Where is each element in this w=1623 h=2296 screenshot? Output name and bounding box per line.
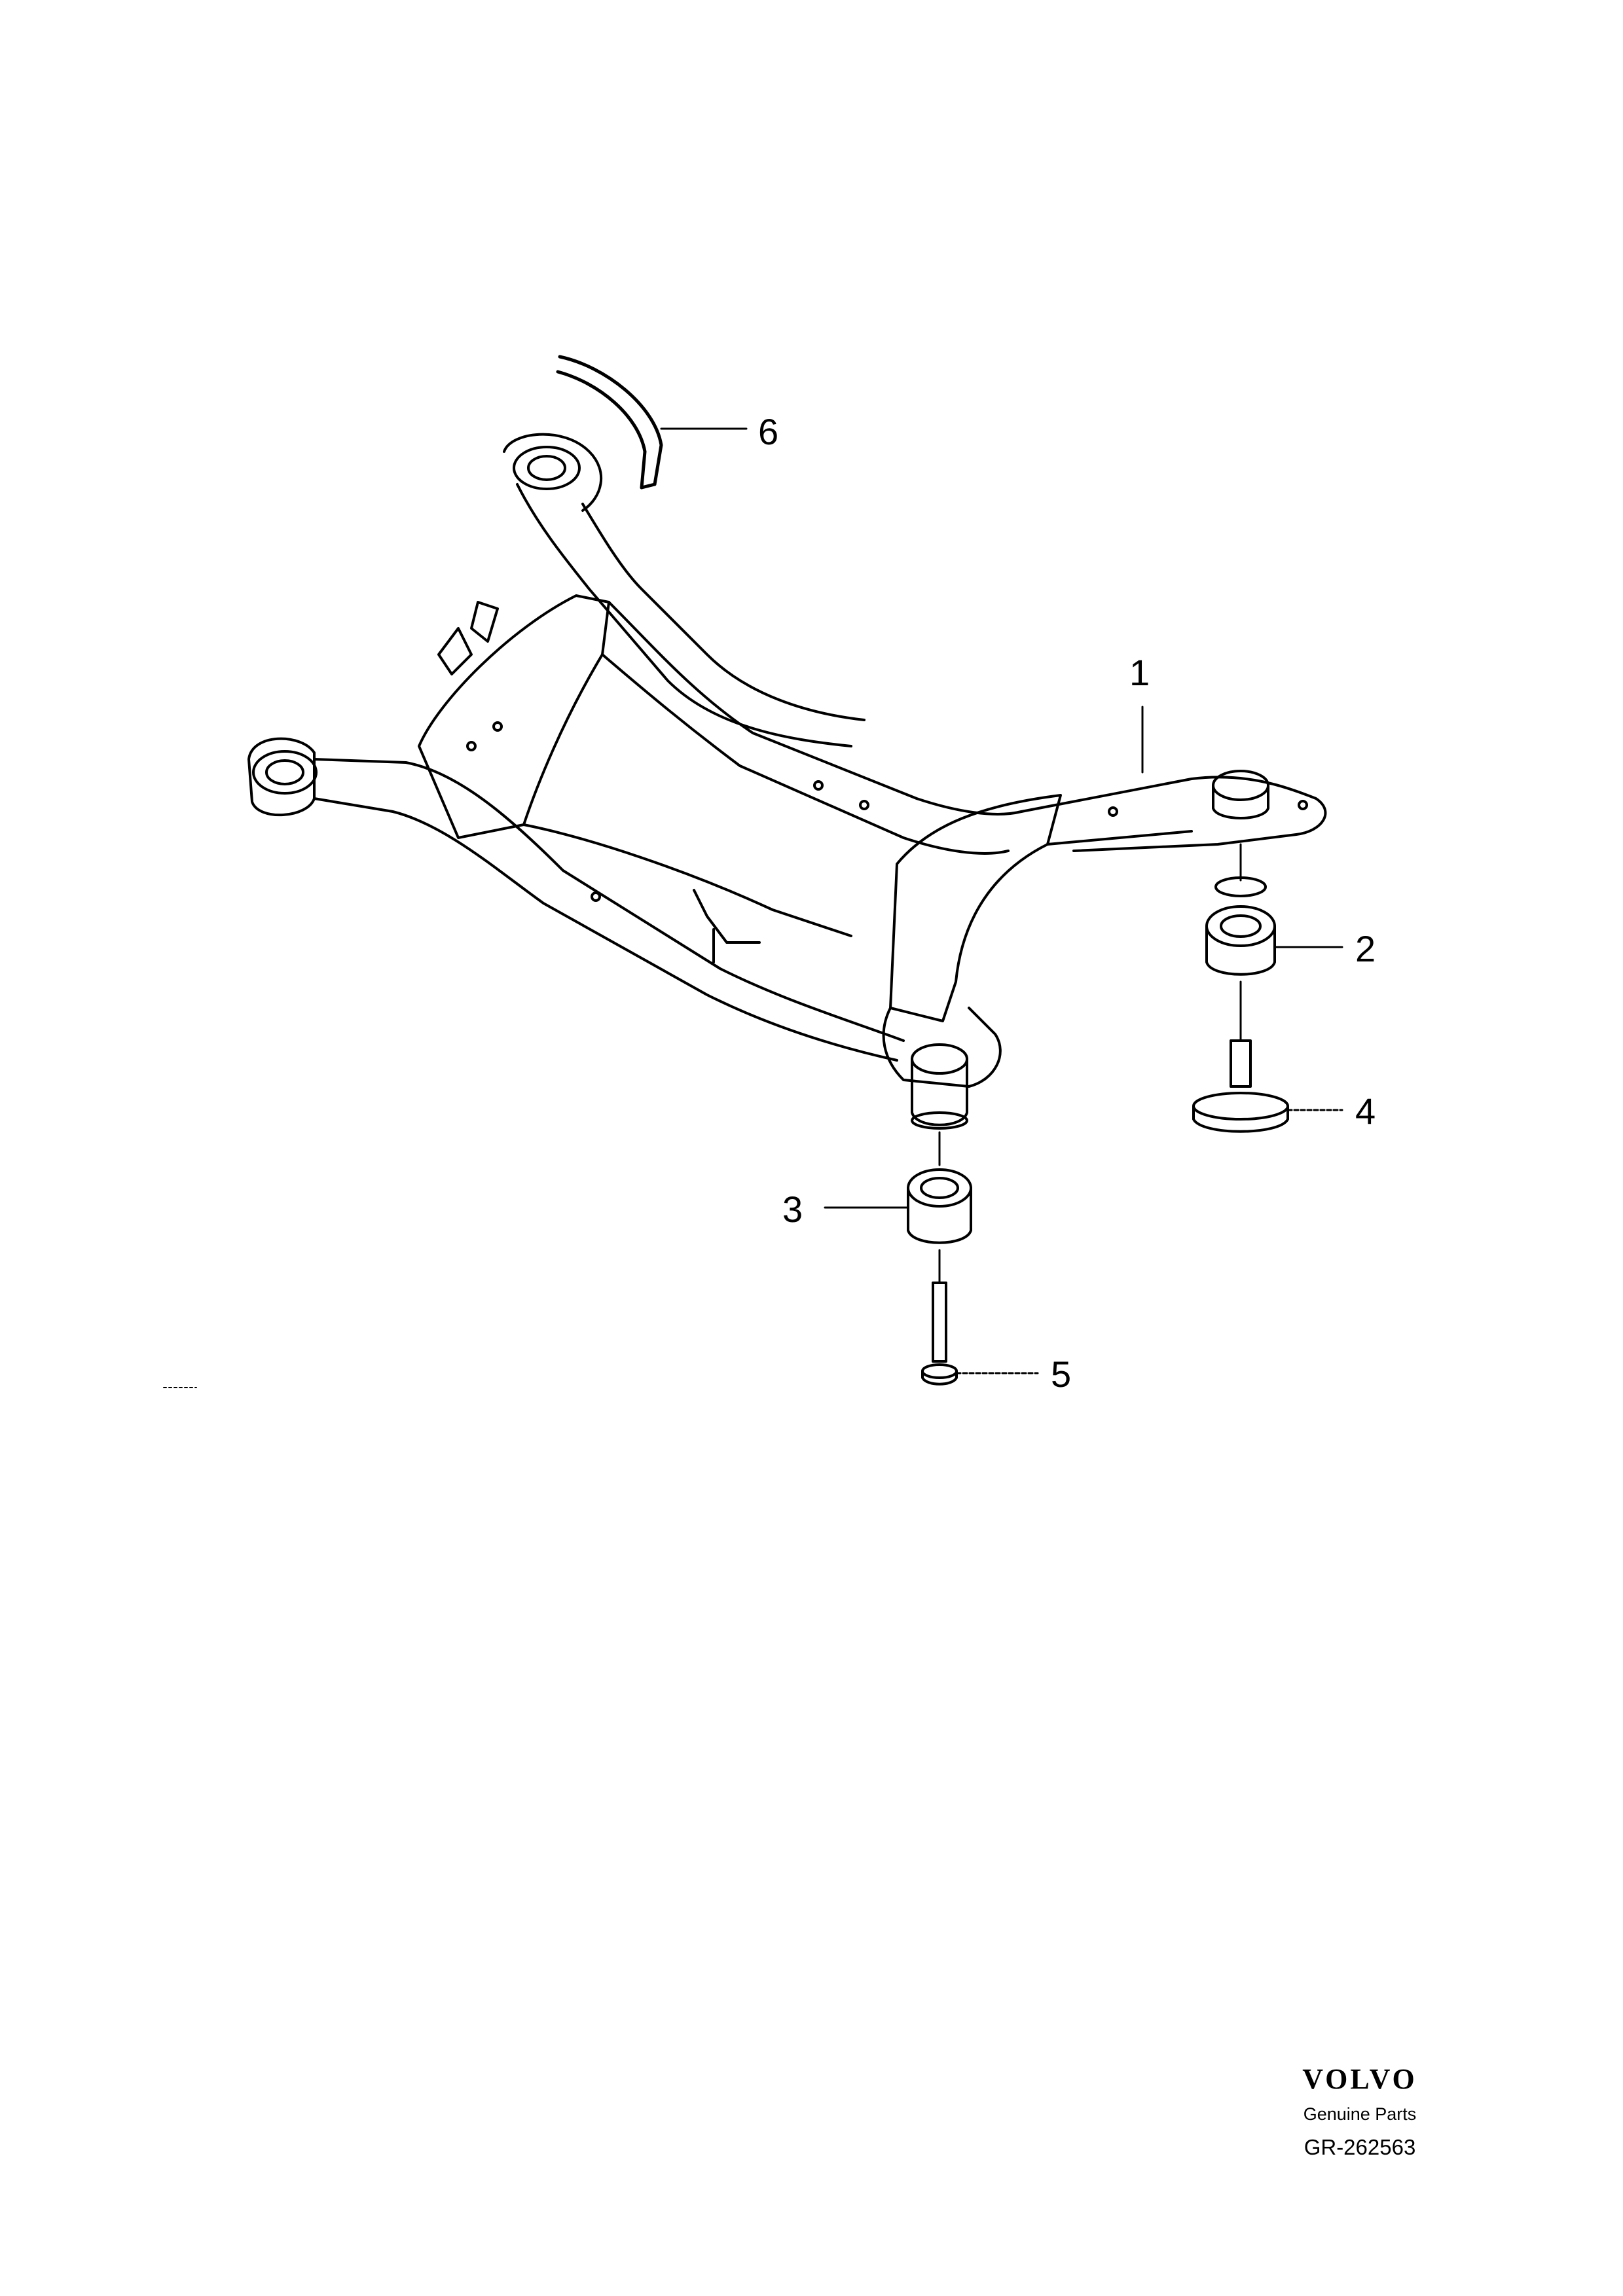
callout-3: 3 xyxy=(782,1189,803,1230)
part-1-subframe xyxy=(247,433,1327,1130)
callout-2: 2 xyxy=(1355,928,1376,969)
part-2-bushing xyxy=(1205,843,1276,976)
callout-6: 6 xyxy=(758,411,779,452)
part-3-bushing xyxy=(907,1131,972,1244)
part-4-bolt xyxy=(1192,980,1289,1133)
volvo-logo: VOLVO xyxy=(1302,2063,1417,2095)
leader-lines xyxy=(660,427,1343,1374)
part-6-hose xyxy=(556,355,663,490)
part-5-bolt xyxy=(921,1249,958,1386)
callout-4: 4 xyxy=(1355,1090,1376,1132)
callout-1: 1 xyxy=(1129,652,1150,693)
callout-5: 5 xyxy=(1051,1354,1072,1395)
diagram-code: GR-262563 xyxy=(1304,2135,1416,2159)
brand-subtitle: Genuine Parts xyxy=(1303,2104,1417,2124)
brand-block: VOLVO Genuine Parts GR-262563 xyxy=(1275,2065,1445,2160)
